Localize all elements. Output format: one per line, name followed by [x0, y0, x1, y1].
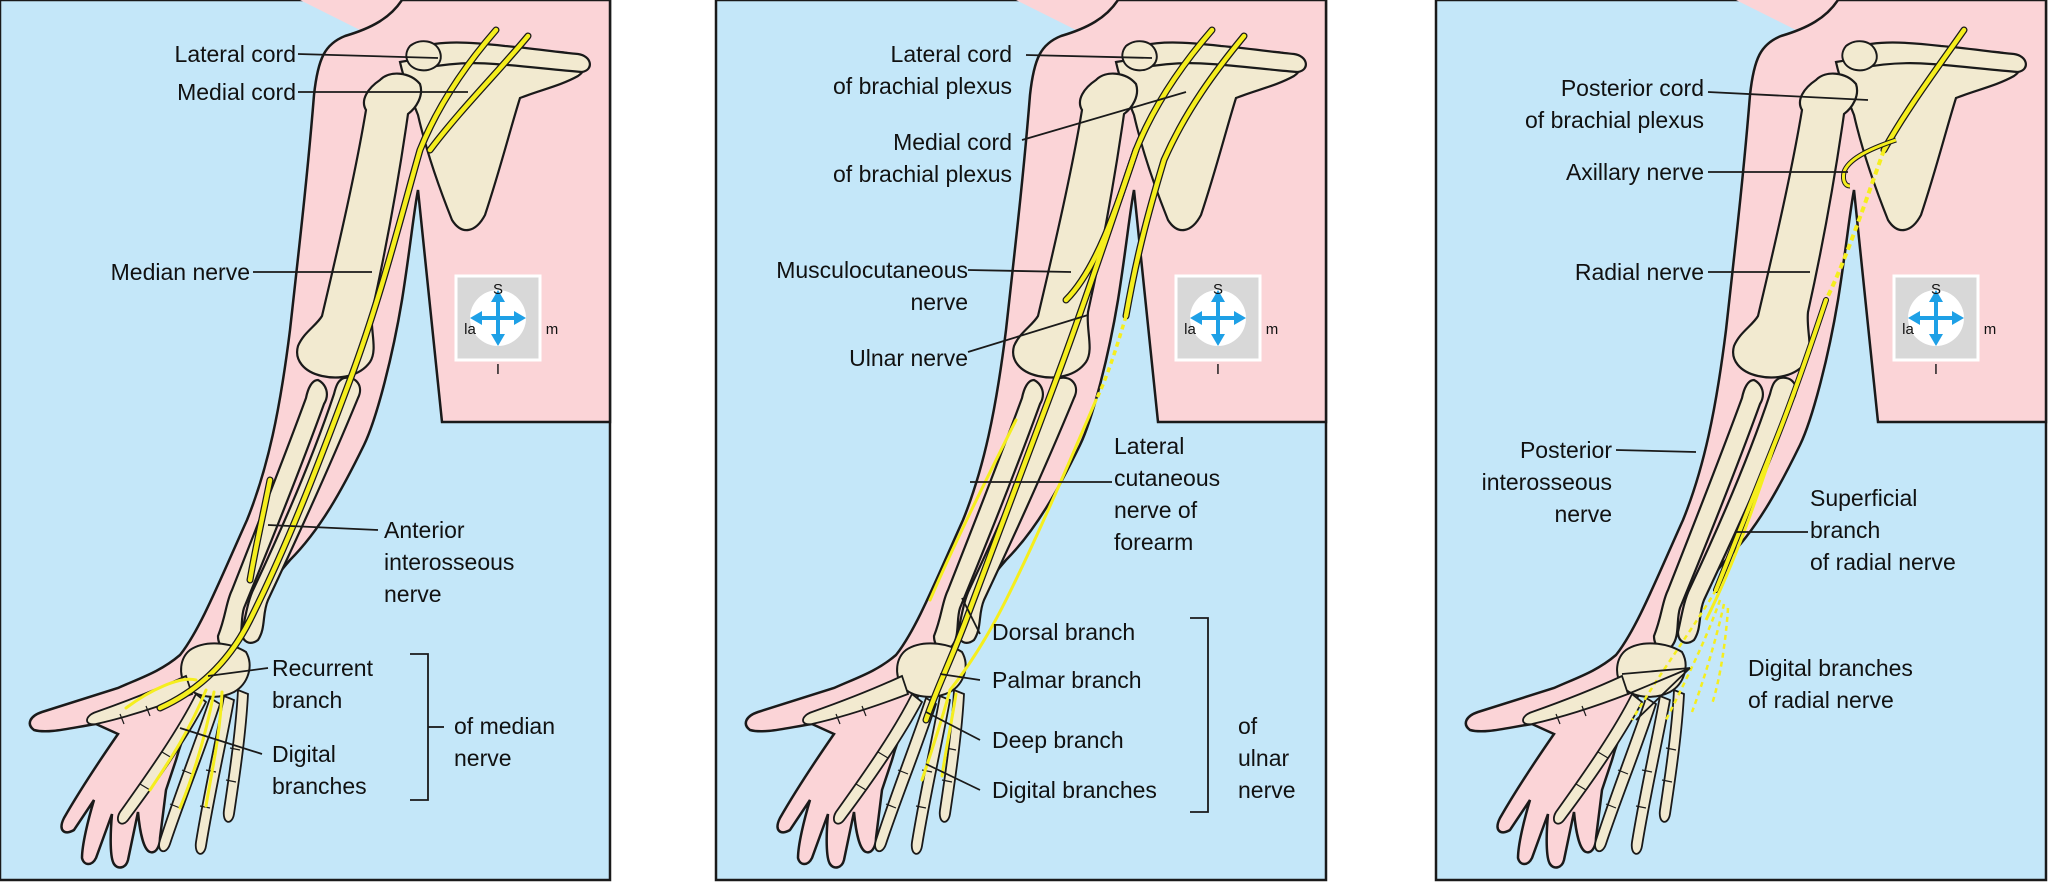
label-lateral-cord-1: Lateral cord: [891, 41, 1012, 67]
label-superficial-branch-1: Superficial: [1810, 485, 1917, 511]
compass-lateral-label: la: [1902, 321, 1914, 338]
leader-lines: [1615, 91, 1869, 721]
label-medial-cord-2: of brachial plexus: [833, 161, 1012, 187]
label-musculocutaneous-2: nerve: [910, 289, 968, 315]
label-posterior-cord-2: of brachial plexus: [1525, 107, 1704, 133]
compass-superior-label: S: [493, 281, 503, 298]
label-lateral-cutaneous-2: cutaneous: [1114, 465, 1220, 491]
label-deep-branch: Deep branch: [992, 727, 1124, 753]
panel-ulnar-nerve: S I la m Lateral cord of brachial plexus…: [714, 0, 1328, 882]
label-lateral-cutaneous-4: forearm: [1114, 529, 1193, 555]
label-digital-branches-2: of radial nerve: [1748, 687, 1894, 713]
label-median-nerve: Median nerve: [111, 259, 250, 285]
label-posterior-interosseous-2: interosseous: [1482, 469, 1612, 495]
label-superficial-branch-3: of radial nerve: [1810, 549, 1956, 575]
label-recurrent-branch-2: branch: [272, 687, 342, 713]
label-group-ulnar-2: ulnar: [1238, 745, 1289, 771]
label-medial-cord-1: Medial cord: [893, 129, 1012, 155]
panel-radial-nerve: S I la m Posterior cord of brachial plex…: [1434, 0, 2048, 882]
compass-inferior-label: I: [1216, 361, 1220, 378]
label-group-ulnar-3: nerve: [1238, 777, 1296, 803]
leader-lines: [925, 54, 1209, 813]
label-group-ulnar-1: of: [1238, 713, 1258, 739]
label-axillary-nerve: Axillary nerve: [1566, 159, 1704, 185]
compass-inferior-label: I: [1934, 361, 1938, 378]
compass-medial-label: m: [1984, 321, 1997, 338]
label-lateral-cord-2: of brachial plexus: [833, 73, 1012, 99]
label-digital-branches: Digital branches: [992, 777, 1157, 803]
label-superficial-branch-2: branch: [1810, 517, 1880, 543]
label-dorsal-branch: Dorsal branch: [992, 619, 1135, 645]
compass-superior-label: S: [1213, 281, 1223, 298]
compass-inferior-label: I: [496, 361, 500, 378]
label-anterior-interosseous-2: interosseous: [384, 549, 514, 575]
label-digital-branches-2: branches: [272, 773, 367, 799]
compass-medial-label: m: [546, 321, 559, 338]
compass-lateral-label: la: [464, 321, 476, 338]
label-anterior-interosseous-1: Anterior: [384, 517, 465, 543]
panel-median-nerve: S I la m Lateral cord Medial cord Median…: [0, 0, 612, 882]
label-medial-cord: Medial cord: [177, 79, 296, 105]
label-recurrent-branch-1: Recurrent: [272, 655, 374, 681]
label-group-median-2: nerve: [454, 745, 512, 771]
label-lateral-cutaneous-3: nerve of: [1114, 497, 1198, 523]
label-lateral-cord: Lateral cord: [175, 41, 296, 67]
compass-lateral-label: la: [1184, 321, 1196, 338]
label-radial-nerve: Radial nerve: [1575, 259, 1704, 285]
label-group-median-1: of median: [454, 713, 555, 739]
compass-medial-label: m: [1266, 321, 1279, 338]
label-digital-branches-1: Digital branches: [1748, 655, 1913, 681]
leader-lines: [179, 53, 468, 801]
label-palmar-branch: Palmar branch: [992, 667, 1142, 693]
label-lateral-cutaneous-1: Lateral: [1114, 433, 1184, 459]
label-anterior-interosseous-3: nerve: [384, 581, 442, 607]
compass-superior-label: S: [1931, 281, 1941, 298]
label-ulnar-nerve: Ulnar nerve: [849, 345, 968, 371]
label-musculocutaneous-1: Musculocutaneous: [776, 257, 968, 283]
label-posterior-cord-1: Posterior cord: [1561, 75, 1704, 101]
label-posterior-interosseous-3: nerve: [1554, 501, 1612, 527]
label-posterior-interosseous-1: Posterior: [1520, 437, 1612, 463]
label-digital-branches-1: Digital: [272, 741, 336, 767]
